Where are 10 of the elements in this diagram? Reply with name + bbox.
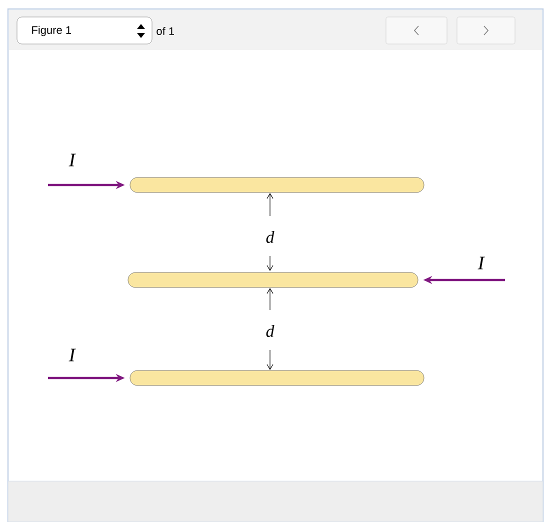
- current-label: I: [478, 256, 485, 270]
- current-label: I: [68, 154, 76, 166]
- current-label: I: [68, 348, 76, 362]
- page-count: of 1: [156, 26, 174, 36]
- conductor-rod: [128, 272, 418, 288]
- conductor-rod: [130, 370, 424, 386]
- dimension-label: d: [266, 231, 274, 243]
- select-field: Figure 1: [16, 16, 152, 44]
- conductor-rod: [130, 177, 424, 193]
- dimension-label: d: [266, 325, 274, 337]
